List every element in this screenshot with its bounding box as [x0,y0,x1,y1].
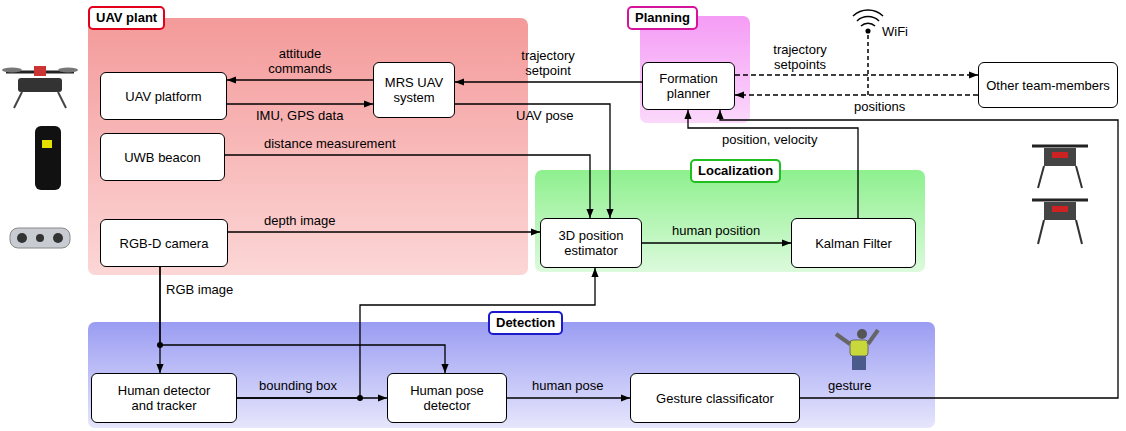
process-box: Kalman Filter [791,218,916,268]
drone-icon [2,66,78,108]
connector-arrow [455,81,642,82]
connector-arrow [642,242,791,243]
box-label: 3D position estimator [551,228,631,258]
connector-arrow [507,397,630,398]
box-label: Kalman Filter [815,236,892,251]
wifi-label: WiFi [882,24,908,39]
connector-arrow [228,231,540,232]
box-label: RGB-D camera [120,236,209,251]
edge-label: attitude commands [260,46,340,76]
connector-arrow [735,94,978,95]
group-title: Localization [690,159,781,183]
uwb-beacon-icon [35,126,61,190]
box-label: Human pose detector [407,383,487,413]
camera-icon [10,228,70,248]
process-box: MRS UAV system [373,62,455,118]
edge-label: position, velocity [722,132,817,147]
edge-label: RGB image [166,282,233,297]
edge-label: trajectory setpoint [508,48,588,78]
box-label: Formation planner [653,71,725,101]
edge-label: gesture [828,378,871,393]
wifi-symbol [853,10,883,95]
group-title: UAV plant [88,6,165,30]
process-box: Human detector and tracker [91,373,237,423]
box-label: MRS UAV system [383,75,445,105]
edge-label: positions [854,99,905,114]
group-title: Planning [627,6,698,30]
edge-label: IMU, GPS data [256,108,343,123]
process-box: UWB beacon [100,133,225,181]
box-label: UWB beacon [124,150,201,165]
connector-arrow [735,74,978,75]
process-box: UAV platform [100,72,227,120]
edge-label: distance measurement [264,136,396,151]
connector-arrow [227,103,373,104]
box-label: UAV platform [125,89,201,104]
edge-label: human pose [532,378,604,393]
box-label: Gesture classificator [656,391,774,406]
box-label: Other team-members [986,78,1110,93]
region-group: DetectionHuman detector and trackerHuman… [88,322,935,428]
process-box: Formation planner [642,62,735,110]
edge-label: bounding box [259,378,337,393]
region-group: Localization3D position estimatorKalman … [535,170,925,272]
process-box: Gesture classificator [630,373,800,423]
edge-label: trajectory setpoints [761,42,839,72]
group-title: Detection [488,311,563,335]
connector-arrow [227,79,373,80]
box-label: Human detector and tracker [114,383,214,413]
edge-label: depth image [264,213,336,228]
region-group: PlanningFormation planner [640,16,750,123]
process-box: Human pose detector [387,373,507,423]
drone-icon [1032,146,1088,188]
process-box: RGB-D camera [100,219,228,267]
process-box: Other team-members [978,62,1118,108]
process-box: 3D position estimator [540,218,642,268]
drone-icon [1032,200,1088,244]
edge-label: human position [672,223,760,238]
edge-label: UAV pose [516,108,574,123]
